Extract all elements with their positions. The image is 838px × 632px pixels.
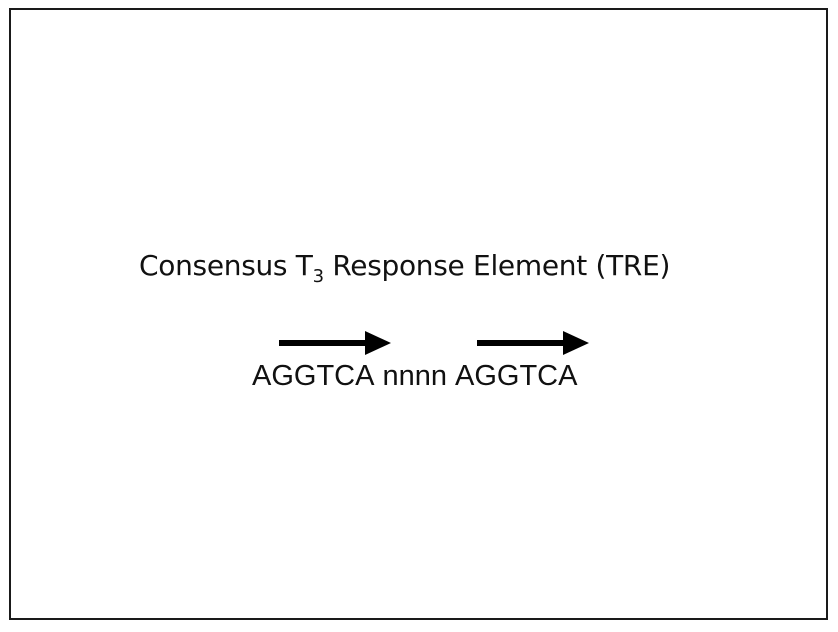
half-site-2: AGGTCA xyxy=(454,360,578,392)
arrow-1-shaft xyxy=(279,340,369,346)
title-subscript: 3 xyxy=(312,266,324,287)
arrow-2-head xyxy=(563,331,589,355)
half-site-1: AGGTCA xyxy=(252,360,375,392)
arrow-2-shaft xyxy=(477,340,567,346)
spacer: nnnn xyxy=(382,360,447,392)
arrow-1-head xyxy=(365,331,391,355)
diagram-title: Consensus T3 Response Element (TRE) xyxy=(139,246,670,286)
diagram-frame: Consensus T3 Response Element (TRE) AGGT… xyxy=(9,8,828,620)
half-site-2-arrow-icon xyxy=(477,331,589,355)
title-prefix: Consensus T xyxy=(139,249,313,282)
half-site-1-arrow-icon xyxy=(279,331,391,355)
title-suffix: Response Element (TRE) xyxy=(323,249,671,282)
